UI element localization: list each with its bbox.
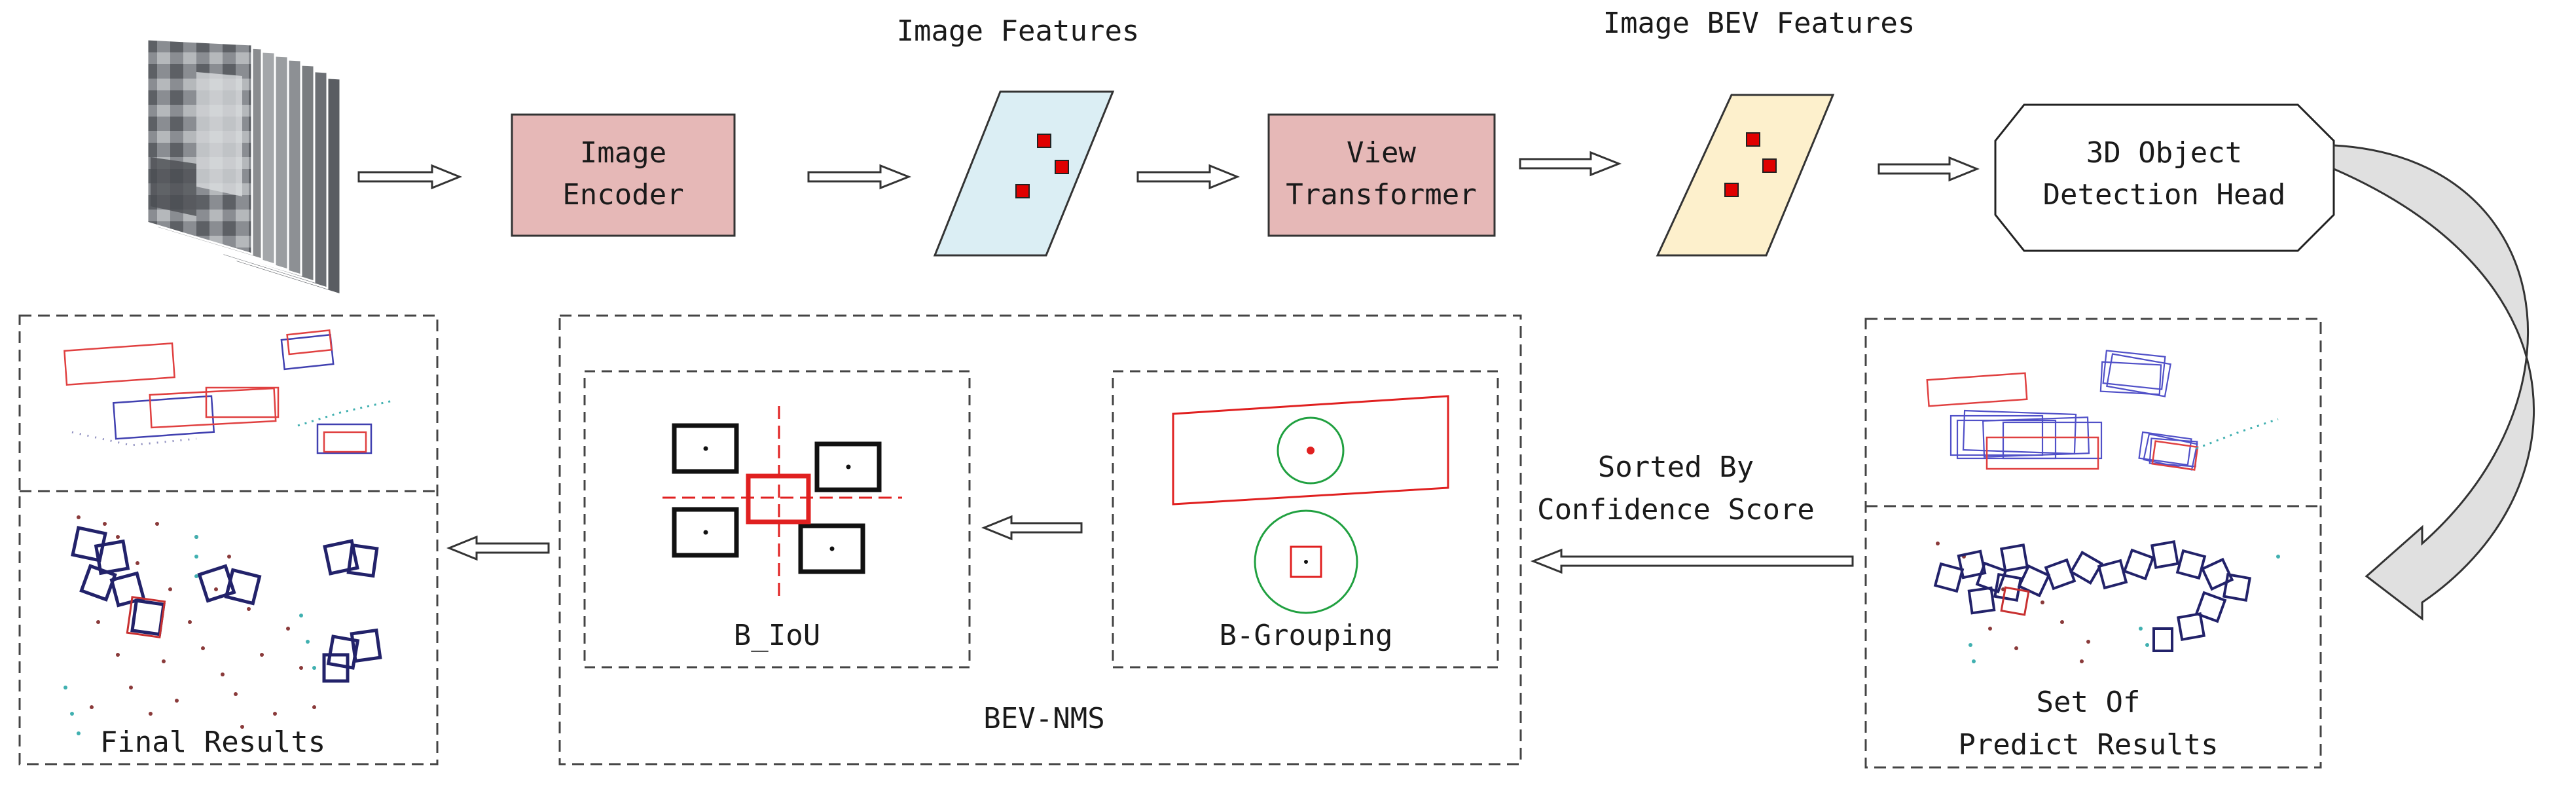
camera-image-stack — [146, 38, 342, 297]
final-results-pointcloud-view — [63, 515, 382, 735]
predict-results-bev-view — [1926, 350, 2279, 471]
sorted-label-line2: Confidence Score — [1537, 493, 1815, 526]
feature-point — [1015, 184, 1030, 198]
detection-head-label-line1: 3D Object — [2086, 136, 2242, 170]
curved-arrow-head-to-predictions — [2332, 144, 2535, 621]
predict-results-panel: Set Of Predict Results — [1864, 318, 2322, 769]
feature-point — [1762, 158, 1777, 173]
final-results-label: Final Results — [100, 726, 325, 759]
detection-head-label-line2: Detection Head — [2043, 178, 2286, 212]
arrow-encoder-to-features — [807, 164, 912, 190]
b-grouping-label: B-Grouping — [1220, 619, 1393, 652]
image-encoder-label-line2: Encoder — [562, 178, 683, 212]
arrow-stack-to-encoder — [357, 164, 462, 190]
bev-nms-label: BEV-NMS — [983, 702, 1104, 735]
b-iou-label: B_IoU — [734, 619, 820, 652]
candidate-box — [672, 423, 739, 474]
feature-point — [1037, 134, 1051, 148]
image-features-plane — [933, 90, 1115, 257]
image-encoder-label-line1: Image — [580, 136, 666, 170]
feature-point — [1724, 183, 1739, 197]
feature-point — [1055, 160, 1069, 174]
image-bev-features-title: Image BEV Features — [1603, 7, 1915, 40]
arrow-features-to-transformer — [1136, 164, 1240, 190]
arrow-bev-to-head — [1878, 156, 1980, 182]
b-grouping-panel: B-Grouping — [1112, 370, 1499, 669]
b-iou-panel: B_IoU — [583, 370, 971, 669]
sorted-label-line1: Sorted By — [1598, 451, 1754, 484]
final-results-panel: Final Results — [18, 314, 439, 765]
image-encoder-box: Image Encoder — [511, 113, 736, 237]
feature-point — [1746, 132, 1760, 147]
final-results-bev-view — [63, 329, 393, 454]
candidate-box — [798, 523, 865, 574]
predict-results-label-line2: Predict Results — [1958, 728, 2218, 762]
view-transformer-label-line2: Transformer — [1286, 178, 1476, 212]
predict-results-label-line1: Set Of — [2037, 686, 2141, 719]
bev-features-plane — [1656, 94, 1835, 257]
image-features-title: Image Features — [897, 14, 1140, 48]
bev-nms-panel: BEV-NMS — [558, 314, 1522, 765]
arrow-nms-to-final — [446, 535, 550, 561]
view-transformer-box: View Transformer — [1267, 113, 1496, 237]
arrow-grouping-to-iou — [981, 515, 1083, 541]
candidate-box — [814, 441, 882, 492]
predict-results-pointcloud-view — [1933, 540, 2280, 663]
view-transformer-label-line1: View — [1347, 136, 1416, 170]
detection-head-box: 3D Object Detection Head — [1994, 103, 2335, 252]
arrow-predictions-to-nms — [1530, 548, 1854, 574]
arrow-transformer-to-bev — [1519, 151, 1622, 177]
selected-box — [746, 473, 811, 524]
candidate-box — [672, 507, 739, 558]
